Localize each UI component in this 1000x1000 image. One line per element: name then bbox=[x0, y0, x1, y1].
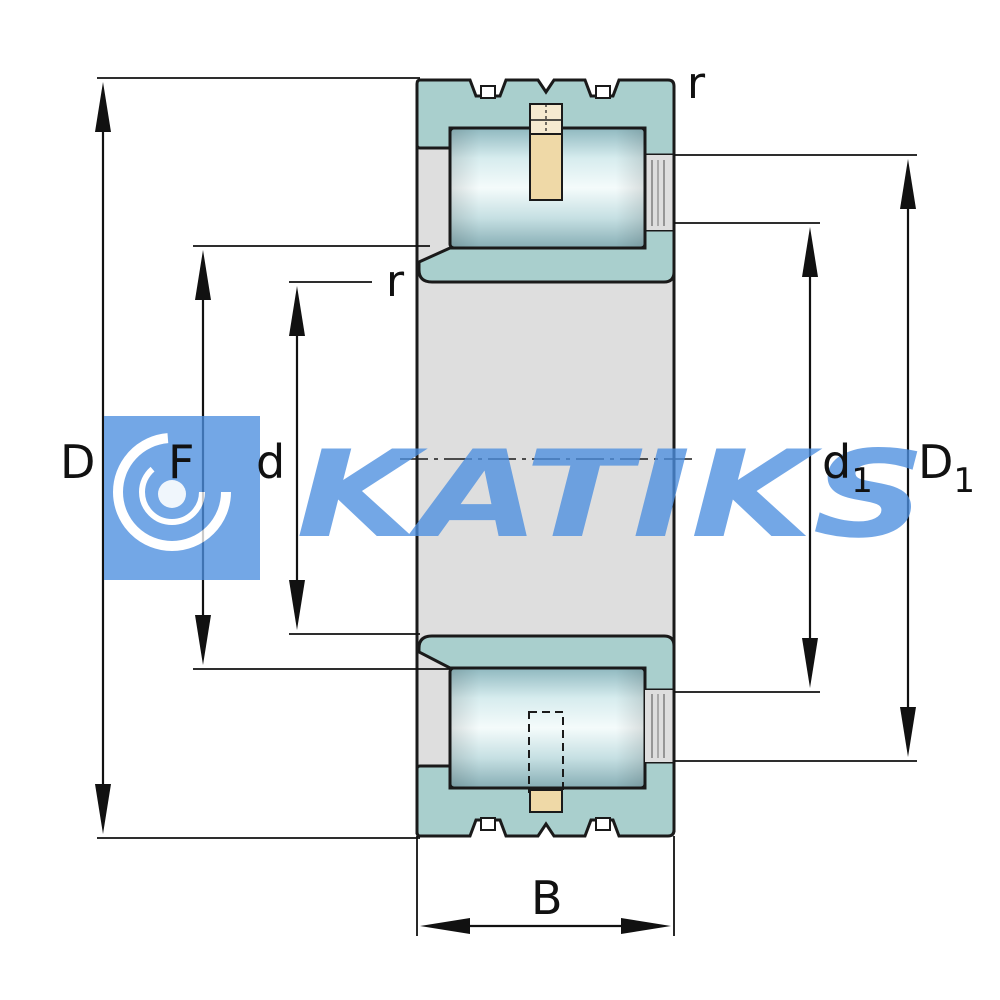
arrow-F-top bbox=[195, 250, 211, 300]
right-insert-bottom bbox=[645, 690, 674, 762]
arrow-d1-top bbox=[802, 227, 818, 277]
outer-ring-groove-1 bbox=[480, 85, 496, 99]
pin-bottom bbox=[529, 789, 563, 813]
watermark: KATIKS bbox=[104, 416, 926, 580]
arrow-D1-top bbox=[900, 159, 916, 209]
outer-ring-groove-2 bbox=[595, 85, 611, 99]
label-r-inner: r bbox=[386, 256, 405, 307]
label-D1-sub: 1 bbox=[953, 461, 975, 501]
arrow-F-bottom bbox=[195, 615, 211, 665]
outer-side-gap-bottom bbox=[417, 666, 450, 771]
arrow-d-bottom bbox=[289, 580, 305, 630]
label-F: F bbox=[168, 435, 194, 489]
label-r-top: r bbox=[687, 58, 706, 109]
arrow-D-top bbox=[95, 82, 111, 132]
arrow-d-top bbox=[289, 286, 305, 336]
arrow-B-right bbox=[621, 918, 671, 934]
label-B: B bbox=[531, 871, 563, 925]
bore-area bbox=[417, 248, 674, 668]
outer-side-gap-top bbox=[417, 145, 450, 250]
label-d1: d1 bbox=[822, 435, 873, 501]
label-D1: D1 bbox=[918, 435, 975, 501]
roller-bottom-shade bbox=[450, 668, 645, 788]
watermark-text: KATIKS bbox=[296, 426, 926, 565]
watermark-logo-icon bbox=[113, 433, 231, 551]
arrow-B-left bbox=[420, 918, 470, 934]
arrow-D1-bottom bbox=[900, 707, 916, 757]
outer-ring-groove-3 bbox=[480, 817, 496, 831]
arrow-D-bottom bbox=[95, 784, 111, 834]
label-d1-sub: 1 bbox=[851, 461, 873, 501]
outer-ring-groove-4 bbox=[595, 817, 611, 831]
label-d: d bbox=[256, 435, 285, 489]
arrow-d1-bottom bbox=[802, 638, 818, 688]
label-d1-main: d bbox=[822, 435, 851, 489]
label-D: D bbox=[60, 435, 95, 489]
label-D1-main: D bbox=[918, 435, 953, 489]
right-insert-top bbox=[643, 145, 674, 248]
